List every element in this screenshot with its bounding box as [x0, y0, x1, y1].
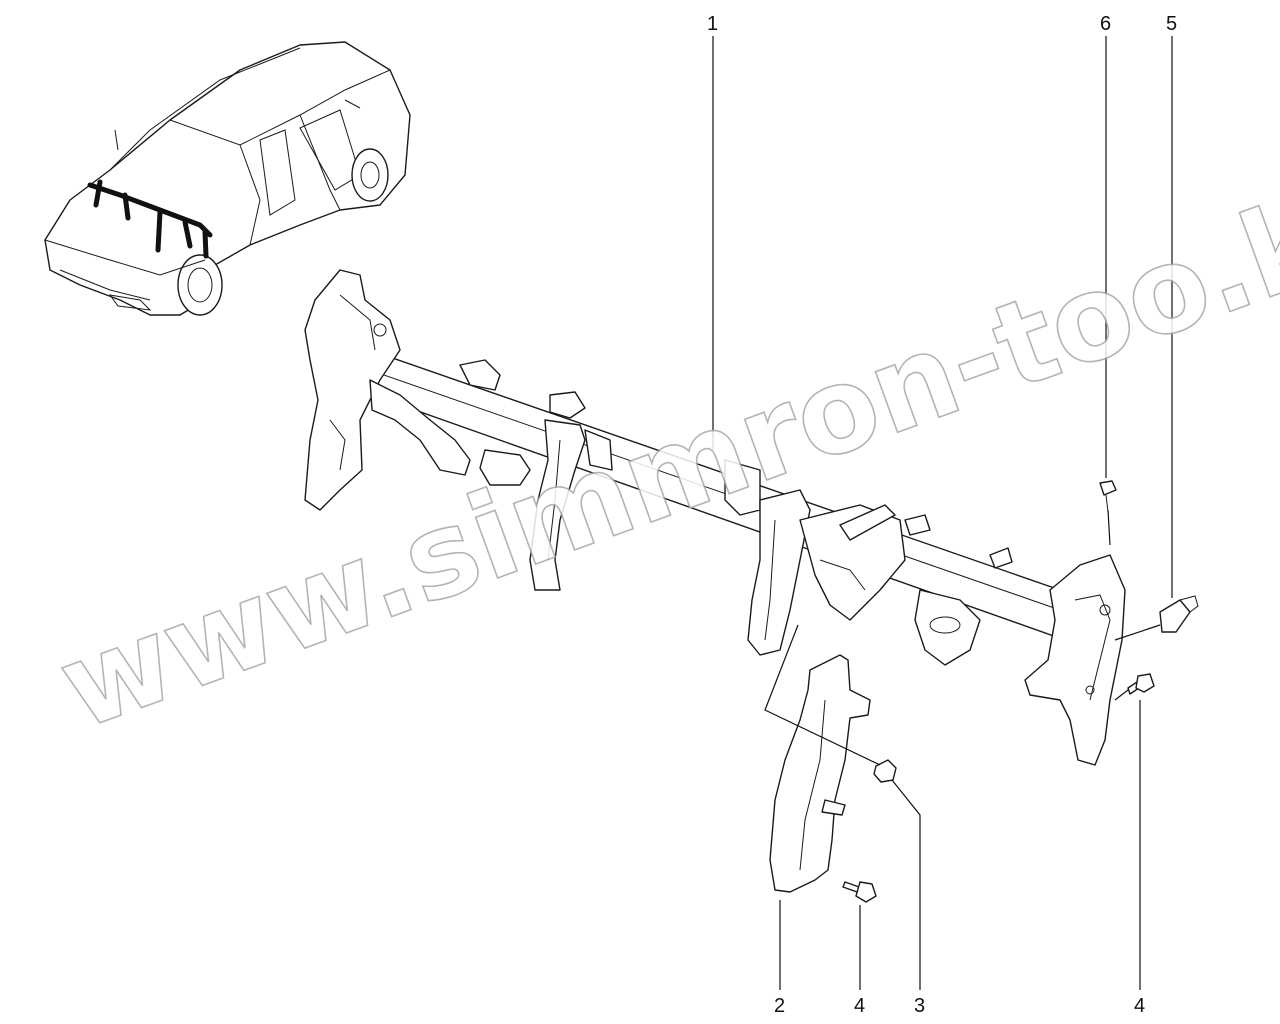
- callouts: 1 6 5 2 4 3 4: [707, 13, 1177, 1017]
- support-bracket: [769, 654, 871, 893]
- car-thumbnail: [44, 41, 411, 316]
- callout-1: 1: [707, 13, 718, 35]
- leader-lines: [712, 36, 1173, 990]
- cross-car-beam: [304, 269, 1126, 766]
- clip-5: [1159, 595, 1199, 633]
- callout-5: 5: [1166, 13, 1177, 35]
- screw-6: [1099, 480, 1117, 513]
- callout-6: 6: [1100, 13, 1111, 35]
- callout-4-lower: 4: [854, 995, 865, 1017]
- nut-3: [873, 759, 897, 783]
- callout-2: 2: [774, 995, 785, 1017]
- callout-4-right: 4: [1134, 995, 1145, 1017]
- bolt-4-right: [1127, 673, 1155, 695]
- callout-3: 3: [914, 995, 925, 1017]
- bolt-4-lower: [842, 881, 877, 903]
